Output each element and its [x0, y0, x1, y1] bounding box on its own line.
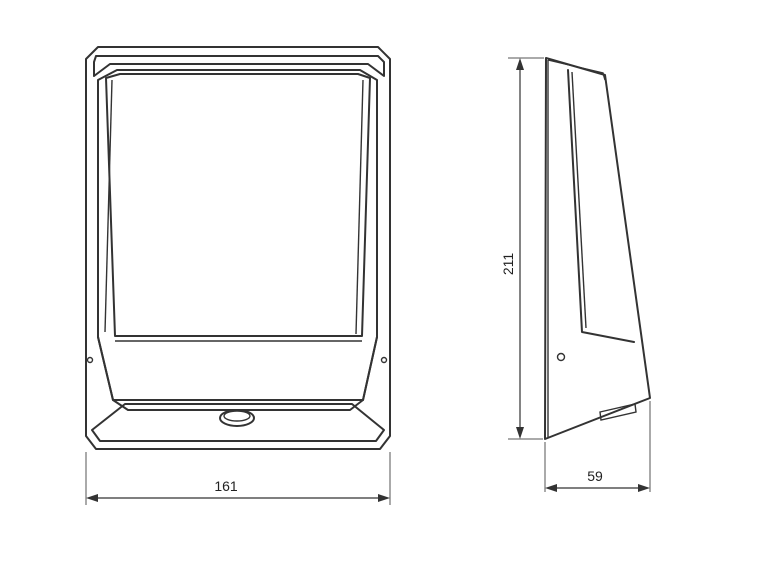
side-bottom-detail — [599, 403, 637, 421]
side-top-bevel — [547, 59, 606, 81]
width-dimension-label: 161 — [214, 478, 238, 494]
front-lens-inner-edge — [104, 79, 113, 333]
depth-arrow-left — [545, 484, 557, 492]
side-mounting-hole — [556, 352, 566, 362]
front-bottom-bevel — [91, 403, 385, 442]
front-bottom-sensor — [219, 409, 255, 427]
front-bottom-sensor-inner — [223, 410, 251, 422]
width-arrow-right — [378, 494, 390, 502]
front-outer-outline — [85, 46, 391, 450]
side-lens-edge — [567, 69, 635, 343]
depth-dimension-label: 59 — [587, 468, 603, 484]
front-inner-frame — [97, 69, 378, 401]
height-arrow-bottom — [516, 427, 524, 439]
depth-arrow-right — [638, 484, 650, 492]
height-dimension-label: 211 — [500, 253, 516, 276]
side-lens-inner-edge — [571, 71, 587, 329]
front-lens-inner-edge-right — [355, 79, 364, 335]
front-lens-panel — [105, 73, 371, 337]
side-view: 211 59 — [500, 57, 651, 492]
front-mounting-hole-right — [380, 356, 388, 364]
front-view: 161 — [85, 46, 391, 505]
width-arrow-left — [86, 494, 98, 502]
front-top-bevel — [93, 55, 385, 77]
front-mounting-hole-left — [86, 356, 94, 364]
side-outer-profile — [544, 57, 651, 440]
height-arrow-top — [516, 58, 524, 70]
